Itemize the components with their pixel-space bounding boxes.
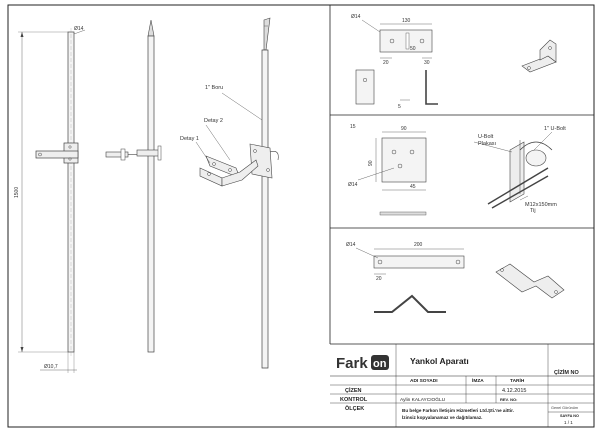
- dim-plate-height: 90: [368, 160, 374, 166]
- detail-strip-top-view: [355, 247, 465, 275]
- dim-lbracket-hole: Ø14: [351, 14, 361, 20]
- dim-bottom-diameter: Ø10,7: [44, 364, 58, 370]
- dim-strip-20: 20: [376, 276, 382, 282]
- detail-ubolt-iso: [473, 131, 553, 209]
- label-ubolt-plate-2: Plakası: [478, 141, 496, 147]
- header-sign: İMZA: [472, 377, 484, 384]
- general-view: Genel Görünüm: [551, 406, 578, 410]
- detail-lbracket-iso: [521, 39, 557, 73]
- drawing-title: Yankol Aparatı: [410, 356, 469, 366]
- detail-strip-side-view: [374, 294, 446, 313]
- header-date: TARİH: [510, 377, 525, 384]
- dim-plate-width: 90: [401, 126, 407, 132]
- dim-plate-45: 45: [410, 184, 416, 190]
- dim-lbracket-width: 130: [402, 18, 411, 24]
- dim-lbracket-50: 50: [410, 46, 416, 52]
- label-boru: 1" Boru: [205, 85, 223, 91]
- date-value: 4.12.2015: [502, 388, 526, 394]
- notice-line2: İzinsiz kopyalanamaz ve dağıtılamaz.: [402, 414, 482, 420]
- detail-strip-iso: [495, 263, 565, 299]
- pole-side-view: [105, 19, 162, 353]
- pole-front-view: [18, 28, 86, 373]
- header-drawing-no: ÇİZİM NO: [554, 369, 579, 376]
- row-kontrol: KONTROL: [340, 397, 368, 403]
- row-ciz: ÇİZEN: [345, 387, 362, 394]
- dim-length: 1500: [14, 187, 20, 198]
- dim-lbracket-30: 30: [424, 60, 430, 66]
- dim-strip-length: 200: [414, 242, 423, 248]
- dim-plate-hole: Ø14: [348, 182, 358, 188]
- rev-no: REV. NO:: [500, 397, 517, 402]
- label-m12-sub: Tij: [530, 208, 536, 214]
- logo-text: Fark: [336, 355, 368, 372]
- detail-lbracket-side-views: [355, 69, 438, 105]
- page-no-label: SAYFA NO: [560, 414, 579, 418]
- header-name: ADI SOYADI: [410, 378, 438, 384]
- dim-top-diameter: Ø14: [74, 26, 84, 32]
- label-detay1: Detay 1: [180, 136, 199, 142]
- kontrol-name: Aylin KALAYCIOĞLU: [400, 396, 446, 403]
- page-no-value: 1 / 1: [564, 420, 573, 425]
- label-detay2: Detay 2: [204, 118, 223, 124]
- title-block-lines: [330, 344, 594, 427]
- notice-line1: Bu belge Farkon İletişim Hizmetleri Ltd.…: [402, 407, 514, 413]
- logo-badge-text: on: [373, 358, 387, 370]
- detail-plate-top-view: [357, 131, 427, 216]
- logo-badge-icon: [371, 355, 389, 370]
- row-olcek: ÖLÇEK: [345, 405, 364, 412]
- dim-strip-hole: Ø14: [346, 242, 356, 248]
- label-ubolt-plate-1: U-Bolt: [478, 134, 494, 140]
- label-m12: M12x150mm: [525, 202, 557, 208]
- sheet-border: [7, 4, 595, 428]
- pole-isometric-view: [195, 17, 279, 369]
- detail-lbracket-top-view: [361, 19, 433, 59]
- dim-plate-15: 15: [350, 124, 356, 130]
- dim-lbracket-20: 20: [383, 60, 389, 66]
- label-ubolt: 1" U-Bolt: [544, 126, 566, 132]
- dim-lbracket-5: 5: [398, 104, 401, 110]
